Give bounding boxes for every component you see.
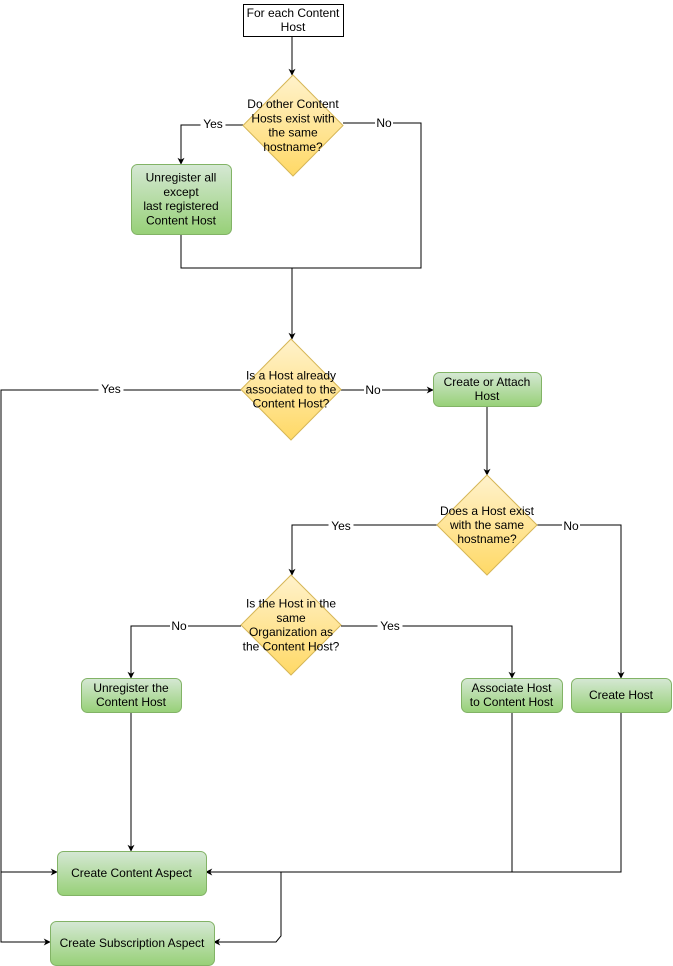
node-text-line: Does a Host exist bbox=[440, 504, 535, 518]
edge-create-host-to-content-aspect bbox=[512, 712, 622, 873]
node-text-line: same bbox=[276, 611, 306, 625]
node-text-line: Content Host bbox=[146, 213, 217, 227]
edge-host-associated-yes bbox=[0, 389, 241, 876]
node-create-host: Create Host bbox=[571, 678, 672, 713]
node-text-line: Do other Content bbox=[247, 97, 339, 111]
node-text-line: Create Content Aspect bbox=[71, 866, 192, 880]
edge-label-text: Yes bbox=[380, 619, 400, 633]
edge-label-associated-yes: Yes bbox=[98, 382, 124, 396]
edge-same-org-no bbox=[127, 625, 241, 679]
node-text-line: Host bbox=[475, 389, 500, 403]
node-text-line: Unregister the bbox=[93, 681, 169, 695]
node-text-line: Create or Attach bbox=[444, 375, 531, 389]
node-text-line: For each Content bbox=[247, 6, 340, 20]
edge-label-text: Yes bbox=[203, 117, 223, 131]
edge-same-org-yes bbox=[341, 625, 516, 679]
edge-associate-host-to-content-aspect bbox=[205, 712, 513, 876]
node-create-content-aspect: Create Content Aspect bbox=[57, 851, 207, 896]
edge-label-text: No bbox=[171, 619, 187, 633]
node-text-line: associated to the bbox=[246, 383, 337, 397]
node-text-line: Is the Host in the bbox=[246, 597, 336, 611]
edge-host-exists-no bbox=[537, 524, 625, 679]
edge-yes-branch-to-subscription bbox=[0, 872, 51, 946]
node-text-line: Hosts exist with bbox=[251, 111, 334, 125]
edge-label-text: No bbox=[376, 116, 392, 130]
node-text-line: Unregister all bbox=[146, 171, 217, 185]
node-text-line: Content Host? bbox=[253, 397, 330, 411]
node-text-line: Host bbox=[281, 20, 306, 34]
connectors bbox=[0, 36, 625, 946]
edge-label-duplicates-yes: Yes bbox=[200, 117, 226, 131]
node-text-line: to Content Host bbox=[470, 695, 554, 709]
edge-label-same-org-yes: Yes bbox=[377, 619, 403, 633]
node-text-line: except bbox=[163, 185, 199, 199]
node-text-line: Create Host bbox=[589, 688, 654, 702]
node-text-line: last registered bbox=[143, 199, 218, 213]
node-text-line: Is a Host already bbox=[246, 368, 336, 382]
edge-content-aspect-to-subscription bbox=[213, 872, 282, 946]
node-text-line: Organization as bbox=[249, 625, 333, 639]
edge-label-host-exists-yes: Yes bbox=[328, 519, 354, 533]
node-text-line: hostname? bbox=[263, 140, 323, 154]
edge-label-text: Yes bbox=[101, 382, 121, 396]
node-text-line: the Content Host? bbox=[243, 639, 340, 653]
edge-host-exists-yes bbox=[288, 524, 437, 576]
node-text-line: Associate Host bbox=[471, 681, 552, 695]
edge-label-text: No bbox=[563, 519, 579, 533]
node-text-line: the same bbox=[268, 126, 318, 140]
edge-label-duplicates-no: No bbox=[375, 116, 393, 130]
edge-label-host-exists-no: No bbox=[562, 519, 580, 533]
node-create-subscription-aspect: Create Subscription Aspect bbox=[50, 921, 215, 966]
edge-label-associated-no: No bbox=[364, 383, 382, 397]
node-text-line: Create Subscription Aspect bbox=[60, 936, 205, 950]
node-text-line: Content Host bbox=[96, 695, 167, 709]
edge-label-text: No bbox=[365, 383, 381, 397]
edge-label-text: Yes bbox=[331, 519, 351, 533]
node-text-line: with the same bbox=[449, 518, 524, 532]
node-text-line: hostname? bbox=[457, 532, 517, 546]
edge-label-same-org-no: No bbox=[170, 619, 188, 633]
edge-unregister-others-merge bbox=[180, 234, 292, 269]
